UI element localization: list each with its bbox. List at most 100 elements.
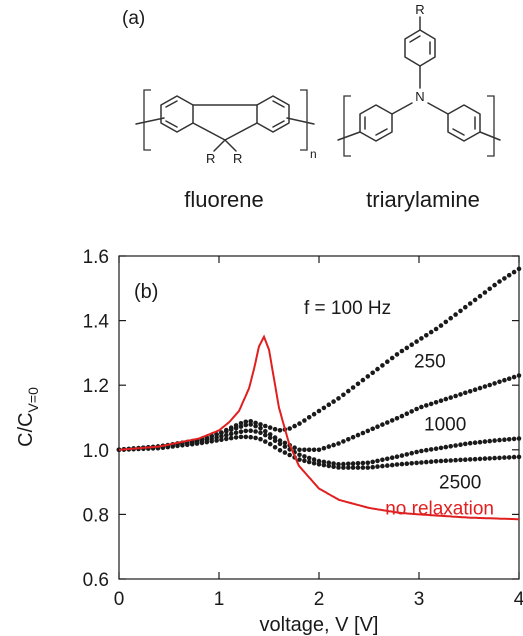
- data-point: [419, 460, 424, 465]
- data-point: [292, 423, 297, 429]
- data-point: [253, 420, 258, 426]
- data-point: [414, 339, 419, 344]
- fluorene-substituent-right: R: [233, 151, 242, 166]
- data-point: [419, 448, 424, 454]
- y-tick-label: 0.6: [83, 570, 109, 591]
- triarylamine-ring-left: [359, 104, 393, 142]
- data-point: [263, 429, 268, 434]
- data-point: [267, 432, 273, 437]
- data-point: [399, 453, 405, 458]
- data-point: [477, 385, 483, 391]
- data-point: [341, 465, 346, 470]
- data-point: [321, 459, 327, 465]
- data-point: [458, 392, 463, 397]
- data-point: [258, 436, 263, 442]
- data-point: [297, 457, 302, 462]
- data-point: [228, 431, 234, 437]
- data-point: [424, 403, 429, 408]
- data-point: [297, 452, 302, 458]
- y-tick-label: 1.0: [83, 441, 109, 462]
- data-point: [253, 423, 258, 429]
- data-point: [385, 359, 390, 365]
- data-point: [243, 419, 249, 425]
- data-point: [502, 276, 507, 281]
- data-point: [409, 342, 415, 348]
- data-point: [204, 439, 210, 445]
- data-point: [233, 435, 239, 440]
- data-point: [316, 458, 322, 464]
- data-point: [360, 465, 366, 470]
- data-point: [433, 459, 439, 464]
- triarylamine-substituent: R: [415, 2, 424, 17]
- data-point: [263, 423, 268, 429]
- data-point: [258, 430, 263, 436]
- data-point: [302, 458, 307, 464]
- data-point: [419, 404, 424, 410]
- data-point: [482, 384, 488, 389]
- data-point: [311, 457, 317, 462]
- data-point: [404, 461, 410, 467]
- data-point: [511, 454, 517, 460]
- data-point: [219, 430, 224, 436]
- data-point: [506, 272, 512, 278]
- data-point: [316, 462, 322, 467]
- data-point: [506, 376, 512, 382]
- data-point: [385, 463, 390, 468]
- data-point: [424, 459, 429, 465]
- data-point: [277, 428, 283, 433]
- data-point: [467, 440, 473, 446]
- data-point: [282, 444, 288, 449]
- data-point: [506, 455, 512, 460]
- data-point: [453, 443, 458, 448]
- x-tick-label: 2: [314, 589, 325, 610]
- data-point: [224, 429, 229, 434]
- data-point: [350, 434, 356, 440]
- data-point: [267, 425, 273, 430]
- data-point: [370, 459, 376, 465]
- data-point: [350, 465, 356, 470]
- data-point: [258, 422, 263, 427]
- data-point: [370, 426, 376, 432]
- data-point: [238, 421, 244, 426]
- data-point: [185, 442, 190, 448]
- data-point: [360, 377, 366, 383]
- data-point: [277, 441, 283, 447]
- data-point: [365, 465, 371, 470]
- data-point: [180, 443, 185, 448]
- data-point: [502, 377, 507, 383]
- data-point: [355, 461, 361, 466]
- data-point: [238, 429, 244, 435]
- data-point: [497, 279, 502, 284]
- data-point: [463, 441, 468, 447]
- fluorene-repeat-index: n: [310, 147, 317, 161]
- fluorene-bracket-left: [143, 89, 151, 151]
- data-point: [487, 456, 493, 461]
- triarylamine-nitrogen: N: [415, 89, 424, 104]
- data-point: [277, 448, 283, 453]
- data-point: [389, 455, 395, 461]
- triarylamine-ring-right-inner-2: [452, 128, 465, 136]
- data-point: [428, 329, 434, 335]
- data-point: [355, 432, 361, 438]
- data-point: [287, 426, 293, 431]
- series-label-2500: 2500: [439, 473, 481, 494]
- triarylamine-name: triarylamine: [366, 187, 480, 212]
- x-tick-label: 1: [214, 589, 225, 610]
- data-point: [253, 429, 258, 434]
- data-point: [375, 464, 380, 469]
- series-layer: [116, 266, 522, 521]
- data-point: [302, 454, 307, 459]
- series-label-250: 250: [414, 351, 446, 372]
- data-point: [258, 425, 263, 431]
- data-point: [331, 464, 336, 470]
- data-point: [272, 445, 278, 450]
- data-point: [380, 422, 385, 427]
- data-point: [399, 461, 405, 467]
- data-point: [497, 437, 502, 443]
- fluorene-bond-b: [192, 122, 226, 141]
- data-point: [306, 459, 312, 465]
- data-point: [453, 312, 458, 317]
